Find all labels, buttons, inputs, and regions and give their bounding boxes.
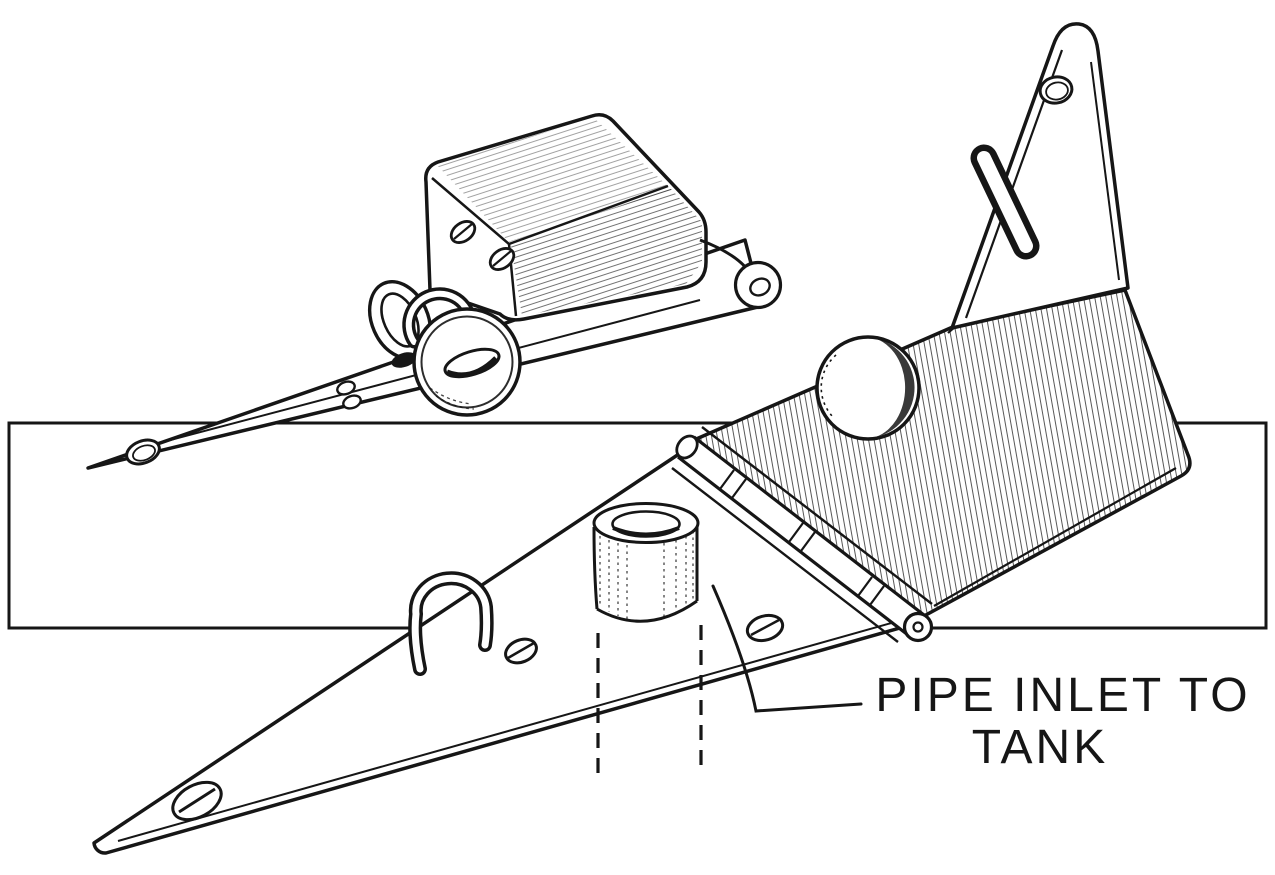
- screw-right: [745, 613, 785, 643]
- upright-bracket: [950, 22, 1130, 330]
- padlock-body-rim: [420, 315, 514, 409]
- upright-bracket-outline: [950, 22, 1130, 330]
- padlock: [402, 287, 522, 417]
- pipe-bore-shadow: [612, 526, 680, 537]
- pipe-inlet-label-line2: TANK: [972, 721, 1108, 774]
- staple-loop: [408, 571, 494, 676]
- hasp-arm-tip-hole: [125, 438, 161, 466]
- hinge-leaf-line-lower: [671, 467, 899, 643]
- pipe-collar: [592, 502, 700, 623]
- hasp-arm-hole-1: [336, 380, 356, 396]
- screw-mid: [504, 637, 538, 665]
- cover-screw-2: [488, 247, 516, 271]
- hinge-pin-end: [902, 611, 934, 643]
- hasp-hinge-knuckle: [733, 260, 783, 310]
- pipe-collar-shading: [599, 531, 694, 619]
- lock-cover-box: [424, 113, 754, 322]
- tip-screw: [171, 780, 223, 822]
- bracket-tip-hole: [1038, 75, 1074, 105]
- hasp-lock-assembly: [86, 113, 783, 470]
- hinged-plate-edge-thickness: [933, 467, 1177, 607]
- cover-side-grain: [511, 188, 702, 316]
- cover-edge-a: [431, 177, 510, 245]
- bracket-inner-edge-right: [1090, 61, 1120, 281]
- pipe-inlet-label-line1: PIPE INLET TO: [875, 669, 1250, 722]
- padlock-keyhole-shadow: [446, 356, 498, 378]
- leader-line: [711, 584, 863, 713]
- padlock-shading: [429, 387, 475, 410]
- pipe-inlet-callout: PIPE INLET TO TANK: [711, 584, 1250, 774]
- padlock-shackle: [402, 287, 477, 349]
- cover-edge-b: [508, 184, 669, 246]
- hinge-top-end: [675, 434, 699, 460]
- cover-screw-1: [449, 220, 477, 244]
- hinge-leaf-line-upper: [701, 426, 933, 605]
- cover-top-grain: [436, 118, 672, 242]
- bracket-slot: [970, 144, 1040, 260]
- cap-access-hole: [815, 335, 921, 441]
- base-plate-edge-thickness: [117, 619, 903, 842]
- hinge-knuckle-joints: [719, 469, 885, 606]
- hinge-barrel: [671, 426, 934, 643]
- hasp-arm-hole-2: [342, 394, 362, 410]
- base-plate: [92, 450, 916, 855]
